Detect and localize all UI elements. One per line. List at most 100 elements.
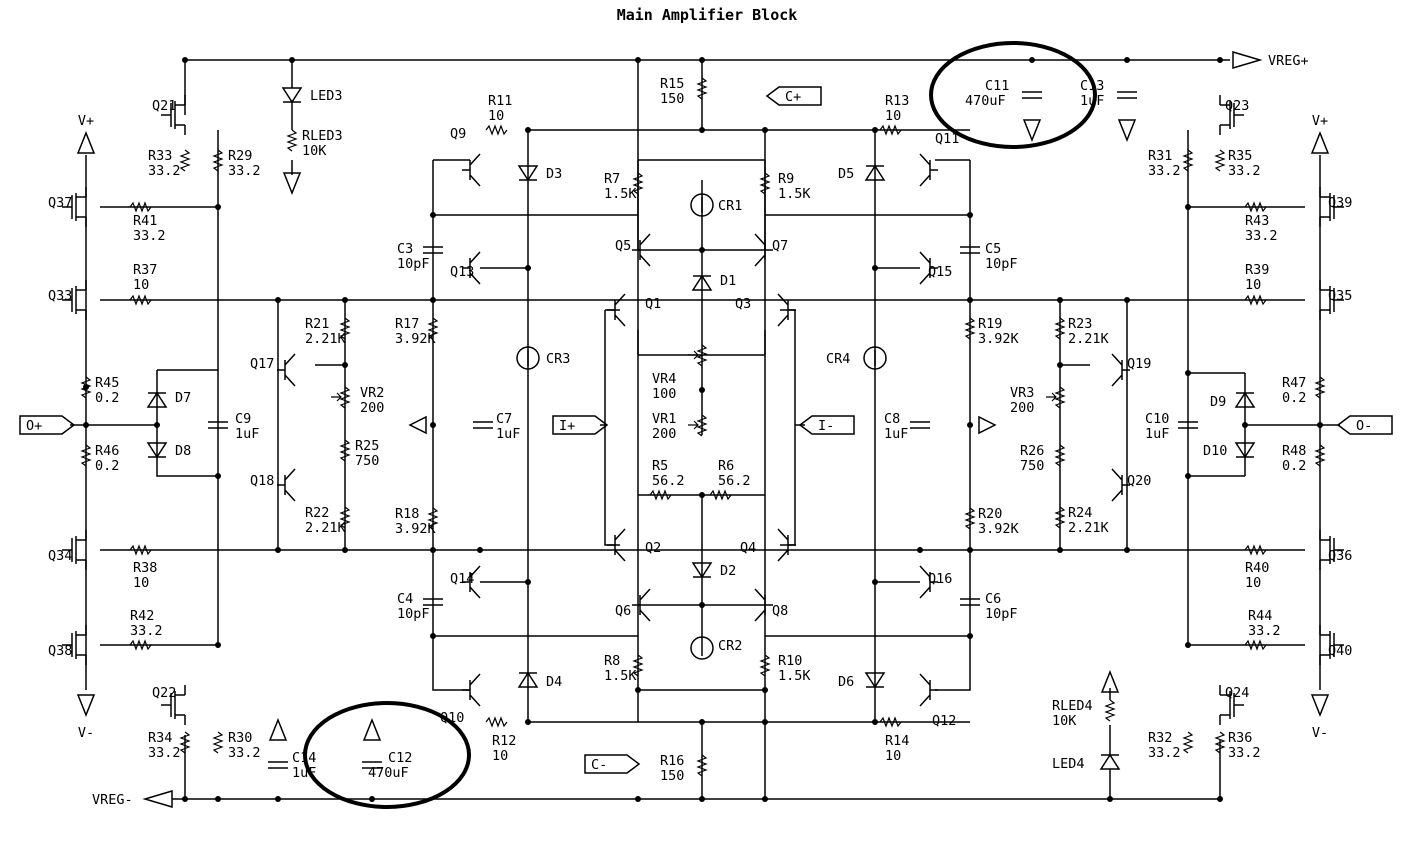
resistor-label-r20: R20 xyxy=(978,506,1002,522)
junction-dot xyxy=(275,796,281,802)
resistor-label-r9: R9 xyxy=(778,171,794,187)
junction-dot xyxy=(967,297,973,303)
v-minus-right-label: V- xyxy=(1312,725,1328,741)
junction-dot xyxy=(430,212,436,218)
capacitor-value-c4: 10pF xyxy=(397,606,430,622)
mosfet-q33 xyxy=(62,280,87,320)
junction-dot xyxy=(635,57,641,63)
resistor-r32 xyxy=(1182,731,1194,754)
mosfet-q39 xyxy=(1319,187,1344,227)
capacitor-c14 xyxy=(268,761,288,769)
diode-d8 xyxy=(146,442,168,459)
pot-value-vr4: 100 xyxy=(652,386,676,402)
component-symbols xyxy=(19,57,1393,802)
v-minus-left-label: V- xyxy=(78,725,94,741)
transistor-label-q5: Q5 xyxy=(615,238,631,254)
resistor-label-r23: R23 xyxy=(1068,316,1092,332)
capacitor-c8 xyxy=(910,421,930,429)
v-plus-right-label: V+ xyxy=(1312,113,1328,129)
resistor-label-r11: R11 xyxy=(488,93,512,109)
transistor-label-q15: Q15 xyxy=(928,264,952,280)
bjt-q4 xyxy=(777,528,796,562)
bjt-q6 xyxy=(632,588,651,622)
bjt-q9 xyxy=(462,153,481,187)
resistor-label-r24: R24 xyxy=(1068,505,1092,521)
junction-dot xyxy=(182,796,188,802)
junction-dot xyxy=(967,547,973,553)
resistor-label-r42: R42 xyxy=(130,608,154,624)
resistor-label-r15: R15 xyxy=(660,76,684,92)
resistor-r42 xyxy=(129,639,152,651)
junction-dot xyxy=(1029,57,1035,63)
mosfet-q22 xyxy=(161,685,186,725)
resistor-r8 xyxy=(632,654,644,677)
resistor-label-r25: R25 xyxy=(355,438,379,454)
junction-dot xyxy=(967,633,973,639)
resistor-value-r31: 33.2 xyxy=(1148,163,1181,179)
junction-dot xyxy=(762,127,768,133)
capacitor-label-c4: C4 xyxy=(397,591,413,607)
resistor-label-r45: R45 xyxy=(95,375,119,391)
v-plus-left-label: V+ xyxy=(78,113,94,129)
capacitor-value-c3: 10pF xyxy=(397,256,430,272)
left-output-wires xyxy=(70,130,928,690)
transistor-label-q8: Q8 xyxy=(772,603,788,619)
resistor-r10 xyxy=(759,654,771,677)
capacitor-c7 xyxy=(473,421,493,429)
junction-dot xyxy=(1185,370,1191,376)
junction-dot xyxy=(762,687,768,693)
junction-dot xyxy=(762,796,768,802)
led-led3 xyxy=(281,87,303,104)
led-label-led4: LED4 xyxy=(1052,756,1085,772)
resistor-label-r18: R18 xyxy=(395,506,419,522)
bjt-q5 xyxy=(632,233,651,267)
junction-dot xyxy=(699,247,705,253)
bjt-q14 xyxy=(462,565,481,599)
transistor-label-q6: Q6 xyxy=(615,603,631,619)
resistor-value-r7: 1.5K xyxy=(604,186,637,202)
diode-d2 xyxy=(691,562,713,579)
resistor-value-r14: 10 xyxy=(885,748,901,764)
capacitor-value-c6: 10pF xyxy=(985,606,1018,622)
mosfet-q23 xyxy=(1219,95,1244,135)
transistor-label-q37: Q37 xyxy=(48,195,72,211)
resistor-label-r31: R31 xyxy=(1148,148,1172,164)
left-node-marker xyxy=(408,415,427,435)
resistor-r18 xyxy=(427,507,439,530)
diode-label-d1: D1 xyxy=(720,273,736,289)
resistor-label-r8: R8 xyxy=(604,653,620,669)
resistor-r31 xyxy=(1182,149,1194,172)
bjt-q16 xyxy=(919,565,938,599)
highlight-ring-c12 xyxy=(303,701,471,809)
resistor-label-r34: R34 xyxy=(148,730,172,746)
resistor-r48 xyxy=(1314,444,1326,467)
bjt-q2 xyxy=(607,528,626,562)
resistor-value-r20: 3.92K xyxy=(978,521,1020,537)
resistor-value-rled3: 10K xyxy=(302,143,327,159)
c-plus-port-box xyxy=(765,86,822,106)
c12-supply-symbol xyxy=(362,717,382,741)
junction-dot xyxy=(1057,547,1063,553)
bjt-q7 xyxy=(754,233,773,267)
resistor-value-r45: 0.2 xyxy=(95,390,119,406)
i-plus-port-box xyxy=(552,415,609,435)
junction-dot xyxy=(762,719,768,725)
v-minus-right-symbol xyxy=(1310,694,1330,718)
resistor-value-r32: 33.2 xyxy=(1148,745,1181,761)
transistor-label-q21: Q21 xyxy=(152,98,176,114)
junction-dot xyxy=(1217,796,1223,802)
junction-dot xyxy=(967,422,973,428)
pot-label-vr3: VR3 xyxy=(1010,385,1034,401)
resistor-value-r29: 33.2 xyxy=(228,163,261,179)
diode-label-d2: D2 xyxy=(720,563,736,579)
junction-dot xyxy=(967,212,973,218)
c14-supply-symbol xyxy=(268,717,288,741)
junction-dot xyxy=(182,57,188,63)
resistor-value-r12: 10 xyxy=(492,748,508,764)
capacitor-label-c11: C11 xyxy=(985,78,1009,94)
resistor-value-r16: 150 xyxy=(660,768,684,784)
junction-dot xyxy=(154,422,160,428)
resistor-label-r48: R48 xyxy=(1282,443,1306,459)
transistor-label-q38: Q38 xyxy=(48,643,72,659)
resistor-value-r6: 56.2 xyxy=(718,473,751,489)
